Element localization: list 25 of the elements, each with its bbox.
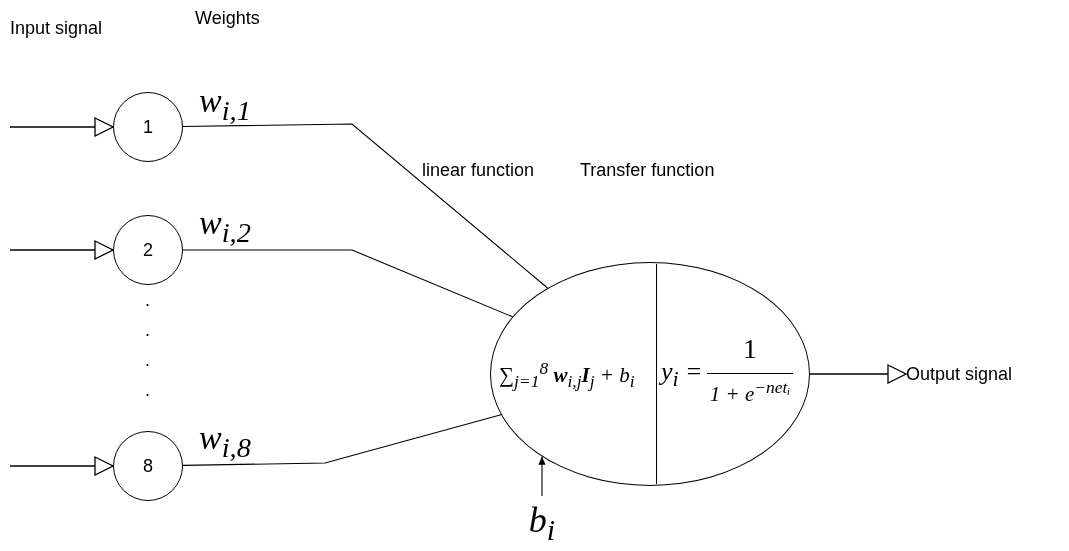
arrow — [538, 456, 546, 497]
column-heading: Weights — [195, 8, 260, 29]
section-label: linear function — [422, 160, 535, 181]
input-node-circle: 1 — [113, 92, 183, 162]
summation-formula: ∑$_{j=1}$$^{8}$ w$_{i,j}$I$_{j}$ + b$_{i}$ — [499, 358, 635, 393]
ellipsis-dot: . — [145, 290, 150, 311]
output-label: Output signal — [906, 362, 1066, 386]
fraction-denominator: 1 + e$^{−netᵢ}$ — [708, 377, 792, 407]
connector-line — [182, 123, 549, 289]
formula-lhs: y$_{i}$ = — [661, 357, 703, 393]
arrow — [9, 117, 114, 137]
connector-line — [182, 414, 502, 466]
connector-line — [182, 249, 514, 318]
fraction-numerator: 1 — [742, 333, 758, 365]
input-node-circle: 8 — [113, 431, 183, 501]
ellipsis-dot: . — [145, 380, 150, 401]
column-heading: Input signal — [10, 18, 103, 39]
arrow — [809, 364, 907, 384]
arrow — [9, 456, 114, 476]
input-node-circle: 2 — [113, 215, 183, 285]
ellipsis-dot: . — [145, 350, 150, 371]
bias-label: b$_{i}$ — [524, 496, 560, 544]
section-label: Transfer function — [580, 160, 715, 181]
arrow — [9, 240, 114, 260]
ellipsis-dot: . — [145, 320, 150, 341]
